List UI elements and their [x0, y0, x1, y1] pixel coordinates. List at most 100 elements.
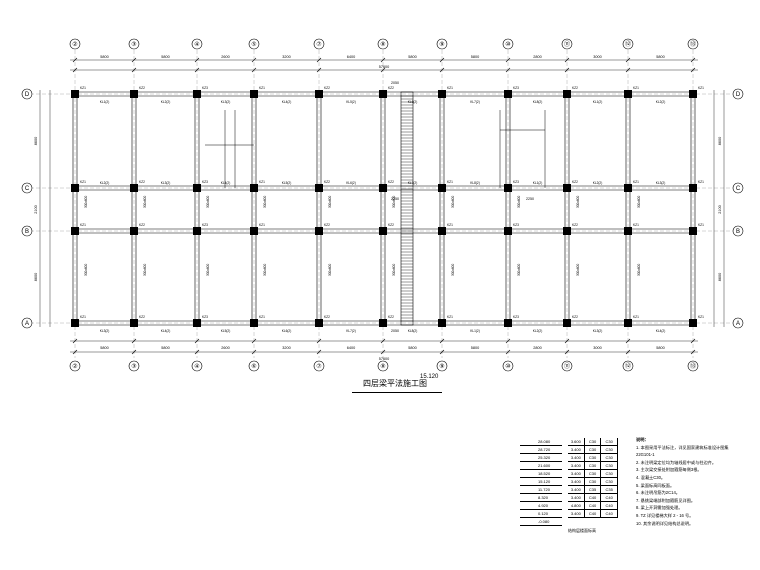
grid-bubble-label: ⑦	[316, 363, 321, 370]
beam-tag: KL6(2)	[282, 329, 292, 333]
dimension-tick	[439, 349, 445, 355]
grid-bubble-label: D	[25, 92, 30, 98]
small-dimension: 2250	[526, 197, 534, 201]
column-tag: KZ1	[80, 86, 86, 90]
column	[71, 184, 79, 192]
dimension-tick	[131, 349, 137, 355]
dimension-tick	[505, 349, 511, 355]
grid-bubble	[377, 38, 389, 50]
dimension-tick	[72, 57, 78, 63]
grid-bubble	[687, 360, 699, 372]
grid-bubble-label: B	[736, 229, 740, 235]
note-line: 7. 悬挑梁端部附加箍筋见详图。	[636, 497, 696, 503]
beam-spec: 300x600	[328, 196, 332, 208]
dimension-value: 5800	[471, 346, 479, 350]
grid-bubble	[21, 182, 33, 194]
stair-strip	[400, 91, 414, 326]
beam-tag: KL2(2)	[656, 100, 666, 104]
dimension-tick	[194, 67, 200, 73]
column-tag: KZ2	[139, 180, 145, 184]
grid-bubble-label: A	[25, 321, 29, 327]
column	[379, 319, 387, 327]
dimension-tick	[251, 57, 257, 63]
dimension-value: 2600	[221, 346, 229, 350]
dimension-tick	[316, 67, 322, 73]
dimension-value: 2800	[533, 346, 541, 350]
grid-bubble	[128, 360, 140, 372]
small-dimension: 2050	[391, 329, 399, 333]
grid-bubble	[21, 225, 33, 237]
grid-bubble-label: ⑨	[439, 41, 444, 48]
beam-tag: KL3(2)	[656, 181, 666, 185]
concrete-table-cell: 3.400	[568, 510, 585, 517]
concrete-table-cell: C30	[601, 454, 619, 461]
column-tag: KZ1	[633, 223, 639, 227]
dimension-tick	[72, 349, 78, 355]
dimension-tick	[131, 57, 137, 63]
column-tag: KZ2	[139, 86, 145, 90]
column	[563, 184, 571, 192]
dimension-tick	[194, 57, 200, 63]
beam-tag: KL7(2)	[470, 100, 480, 104]
concrete-table-cell: C30	[601, 446, 619, 453]
concrete-table-cell: C30	[585, 478, 602, 485]
column-tag: KZ1	[698, 223, 704, 227]
beam-tag: KL4(2)	[221, 181, 231, 185]
floor-table-row: 0.120	[520, 510, 562, 518]
column-tag: KZ1	[259, 223, 265, 227]
concrete-table-cell: C30	[585, 454, 602, 461]
concrete-table-cell: C30	[585, 462, 602, 469]
column	[250, 319, 258, 327]
dimension-value: 3200	[282, 346, 290, 350]
beam-spec: 300x600	[392, 196, 396, 208]
column	[624, 227, 632, 235]
concrete-table-cell: C35	[585, 486, 602, 493]
grid-bubble-label: D	[736, 92, 741, 98]
floor-table-row: 15.120	[520, 478, 562, 486]
grid-bubble-label: ⑪	[564, 40, 570, 48]
beam-spec: 300x600	[263, 196, 267, 208]
column-tag: KZ2	[139, 315, 145, 319]
grid-bubble-label: ⑨	[439, 363, 444, 370]
dimension-tick	[625, 57, 631, 63]
dimension-tick	[690, 349, 696, 355]
dimension-value: 5800	[656, 346, 664, 350]
column	[250, 184, 258, 192]
column	[379, 90, 387, 98]
grid-bubble	[687, 38, 699, 50]
dimension-tick	[380, 349, 386, 355]
dimension-tick	[439, 57, 445, 63]
column-tag: KZ1	[80, 315, 86, 319]
beam-spec: 300x600	[637, 264, 641, 276]
grid-bubble-label: A	[736, 321, 740, 327]
column-tag: KZ3	[513, 315, 519, 319]
concrete-table-cell: C30	[601, 462, 619, 469]
dimension-value: 8600	[34, 137, 38, 145]
beam-tag: KL3(2)	[593, 329, 603, 333]
concrete-table-cell: C30	[601, 438, 619, 445]
column	[130, 184, 138, 192]
column-tag: KZ1	[633, 86, 639, 90]
column-tag: KZ1	[633, 315, 639, 319]
dimension-tick	[505, 57, 511, 63]
title-underline	[352, 392, 442, 393]
dimension-value: 5800	[408, 55, 416, 59]
column	[438, 90, 446, 98]
column	[504, 90, 512, 98]
dimension-value: 2800	[533, 55, 541, 59]
beam-tag: KL3(2)	[100, 329, 110, 333]
grid-bubble-label: ⑦	[316, 41, 321, 48]
dimension-tick	[439, 67, 445, 73]
grid-bubble-label: ⑬	[690, 40, 696, 48]
dimension-total: 57600	[379, 357, 390, 361]
dimension-tick	[625, 67, 631, 73]
column-tag: KZ1	[698, 180, 704, 184]
concrete-table-cell: 3.400	[568, 462, 585, 469]
dimension-tick	[316, 338, 322, 344]
column-tag: KZ3	[202, 86, 208, 90]
